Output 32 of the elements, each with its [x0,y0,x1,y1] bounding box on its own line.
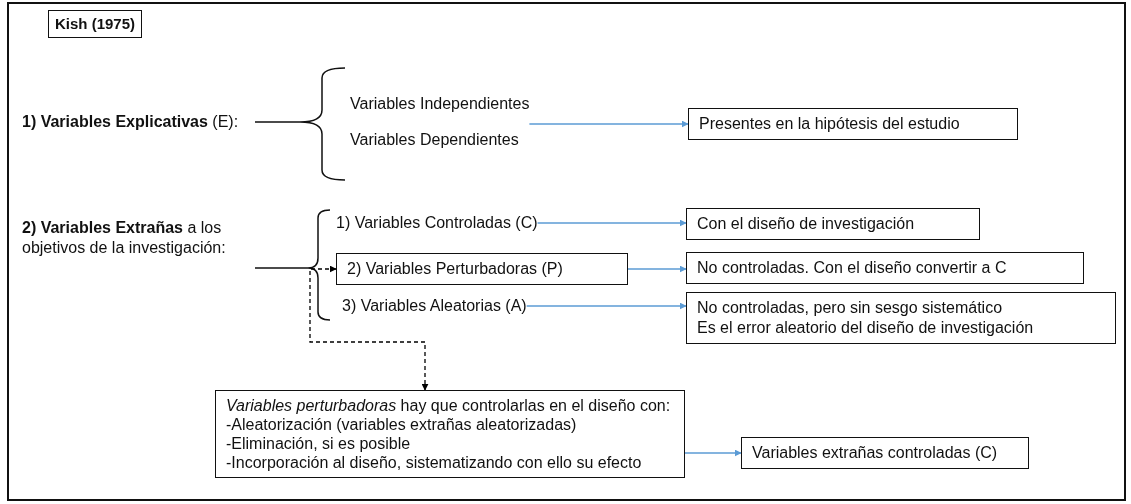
heading-box [48,10,143,38]
heading-text: Kish (1975) [55,14,136,34]
text-box [215,390,685,478]
section-label: 2) Variables Extrañas a los objetivos de la investigación: [22,218,227,258]
node-text: -Eliminación, si es posible [226,434,412,453]
text-box [686,252,1084,284]
node-text: 2) Variables Perturbadoras (P) [347,259,564,279]
node-text: 1) Variables Controladas (C) [336,213,538,233]
node-text: Variables Dependientes [350,130,520,150]
node-text: Presentes en la hipótesis del estudio [699,114,961,134]
arrow [526,302,687,310]
node-text: -Aleatorización (variables extrañas aleatorizadas) [226,415,578,434]
arrow [536,219,687,227]
text-box [686,208,980,240]
arrow [627,265,687,273]
node-text: 3) Variables Aleatorias (A) [342,296,527,316]
arrow [684,449,742,457]
node-text: -Incorporación al diseño, sistematizando con ello su efecto [226,453,643,472]
text-box [688,108,1018,140]
node-text: Variables extrañas controladas (C) [752,443,999,463]
arrow [309,265,429,391]
node-text: Es el error aleatorio del diseño de investigación [697,318,1035,338]
arrow [528,120,689,128]
text-box [336,253,628,285]
text-box [686,292,1116,344]
node-text: Variables Independientes [350,94,530,114]
node-text: Con el diseño de investigación [697,214,916,234]
text-box [741,437,1029,469]
node-text: Variables perturbadoras hay que controlarlas en el diseño con: [226,396,672,415]
section-label: 1) Variables Explicativas (E): [22,112,240,132]
node-text: No controladas, pero sin sesgo sistemático [697,298,1004,318]
node-text: No controladas. Con el diseño convertir a C [697,258,1008,278]
